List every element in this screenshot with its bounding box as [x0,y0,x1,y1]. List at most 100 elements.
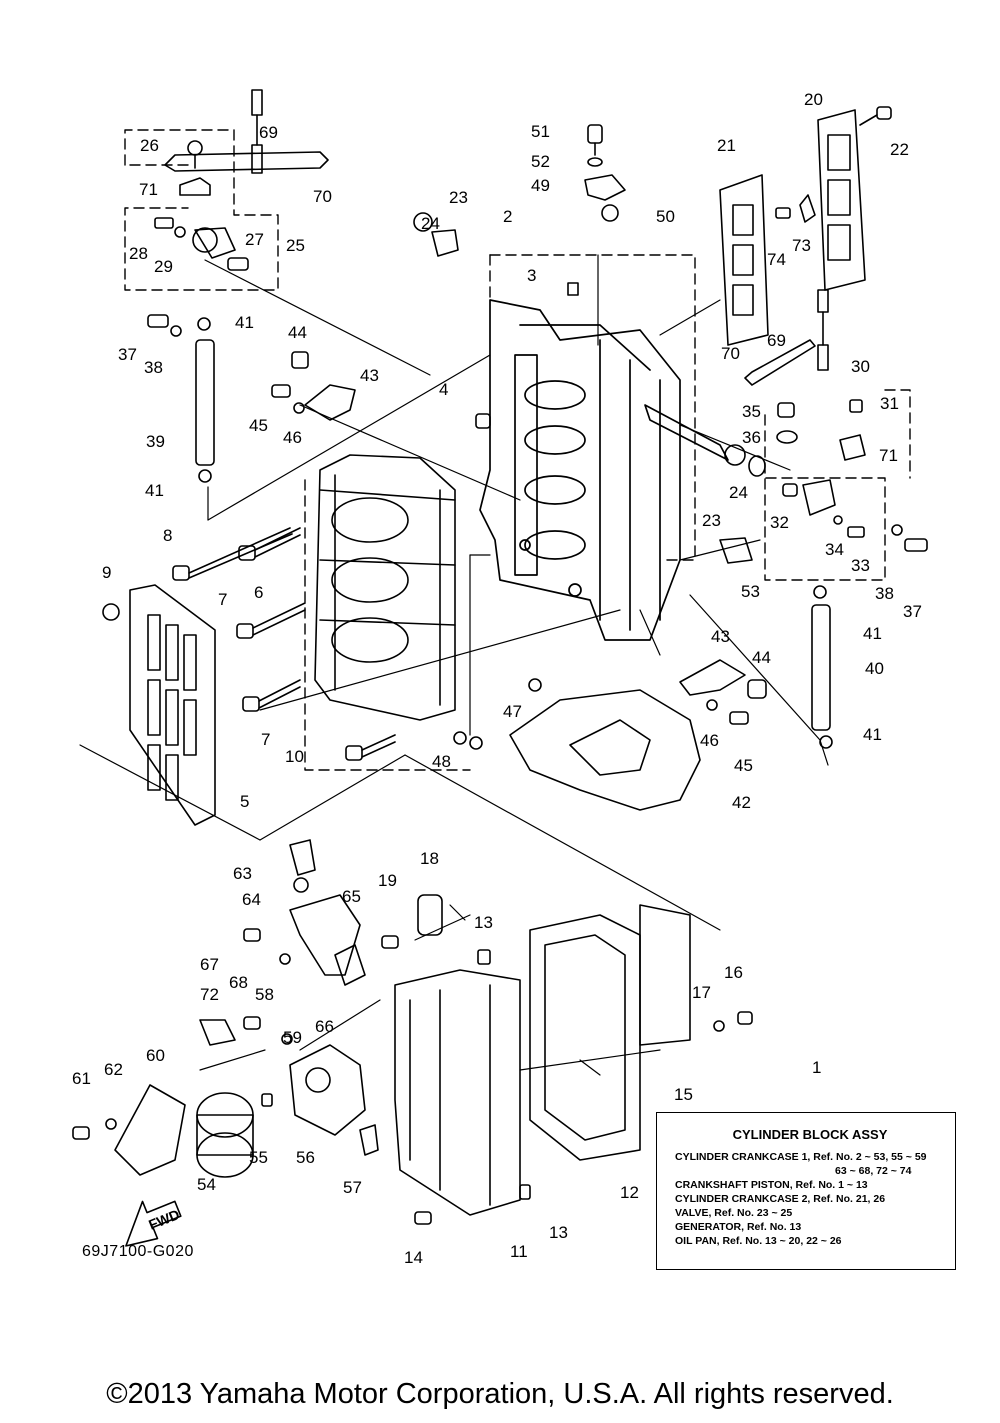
ref-label: 52 [531,152,550,171]
legend-row: 63 ~ 68, 72 ~ 74 [835,1165,912,1177]
thermostat-group-left [147,89,329,483]
ref-label: 7 [261,730,270,749]
ref-label: 57 [343,1178,362,1197]
ref-label: 46 [283,428,302,447]
ref-label: 38 [144,358,163,377]
legend-row: OIL PAN, Ref. No. 13 ~ 20, 22 ~ 26 [675,1235,842,1247]
ref-label: 45 [734,756,753,775]
ref-label: 23 [702,511,721,530]
ref-label: 71 [879,446,898,465]
ref-label: 65 [342,887,361,906]
ref-label: 11 [510,1242,528,1261]
ref-label: 73 [792,236,811,255]
thermostat-group-right [719,289,928,749]
ref-label: 51 [531,122,550,141]
ref-label: 72 [200,985,219,1004]
ref-label: 63 [233,864,252,883]
ref-label: 27 [245,230,264,249]
reference-numbers: 1 2 3 4 5 6 7 7 8 9 10 11 12 13 13 13 14… [72,90,922,1267]
ref-label: 58 [255,985,274,1004]
cylinder-block [479,299,729,641]
ref-label: 3 [527,266,536,285]
ref-label: 26 [140,136,159,155]
ref-label: 55 [249,1148,268,1167]
ref-label: 44 [752,648,771,667]
ref-label: 14 [404,1248,423,1267]
ref-label: 41 [863,725,882,744]
crankcase [314,454,456,721]
ref-label: 24 [729,483,748,502]
ref-label: 47 [503,702,522,721]
ref-label: 33 [851,556,870,575]
ref-label: 45 [249,416,268,435]
ref-label: 5 [240,792,249,811]
ref-label: 71 [139,180,158,199]
ref-label: 1 [812,1058,821,1077]
ref-label: 39 [146,432,165,451]
ref-label: 42 [732,793,751,812]
ref-label: 34 [825,540,844,559]
ref-label: 41 [145,481,164,500]
ref-label: 19 [378,871,397,890]
ref-label: 2 [503,207,512,226]
ref-label: 40 [865,659,884,678]
ref-label: 53 [741,582,760,601]
ref-label: 41 [235,313,254,332]
ref-label: 64 [242,890,261,909]
legend-row: CRANKSHAFT PISTON, Ref. No. 1 ~ 13 [675,1179,868,1191]
ref-label: 18 [420,849,439,868]
mount-brackets [453,659,767,750]
ref-label: 31 [880,394,899,413]
ref-label: 7 [218,590,227,609]
ref-label: 54 [197,1175,216,1194]
ref-label: 48 [432,752,451,771]
drawing-code: 69J7100-G020 [82,1243,194,1260]
ref-label: 69 [767,331,786,350]
ref-label: 13 [474,913,493,932]
ref-label: 41 [863,624,882,643]
bolts-left [102,527,396,761]
ref-label: 38 [875,584,894,603]
ref-label: 62 [104,1060,123,1079]
ref-label: 4 [439,380,448,399]
ref-label: 28 [129,244,148,263]
ref-label: 67 [200,955,219,974]
ref-label: 43 [711,627,730,646]
ref-label: 70 [721,344,740,363]
ref-label: 66 [315,1017,334,1036]
legend-row: GENERATOR, Ref. No. 13 [675,1221,802,1233]
ref-label: 32 [770,513,789,532]
exhaust-covers-right [719,106,892,346]
legend-row: CYLINDER CRANKCASE 2, Ref. No. 21, 26 [675,1193,886,1205]
ref-label: 22 [890,140,909,159]
ref-label: 12 [620,1183,639,1202]
ref-label: 35 [742,402,761,421]
ref-label: 13 [549,1223,568,1242]
ref-label: 16 [724,963,743,982]
ref-label: 21 [717,136,736,155]
ref-label: 44 [288,323,307,342]
ref-label: 43 [360,366,379,385]
ref-label: 61 [72,1069,91,1088]
ref-label: 69 [259,123,278,142]
ref-label: 49 [531,176,550,195]
ref-label: 30 [851,357,870,376]
gasket [509,689,701,811]
ref-label: 25 [286,236,305,255]
legend-row: VALVE, Ref. No. 23 ~ 25 [675,1207,793,1219]
ref-label: 70 [313,187,332,206]
ref-label: 60 [146,1046,165,1065]
ref-label: 59 [283,1028,302,1047]
ref-label: 50 [656,207,675,226]
ref-label: 68 [229,973,248,992]
oil-pan-parts [72,839,753,1247]
ref-label: 10 [285,747,304,766]
ref-label: 6 [254,583,263,602]
ref-label: 17 [692,983,711,1002]
ref-label: 37 [903,602,922,621]
ref-label: 24 [421,214,440,233]
top-center-parts [271,124,626,429]
ref-label: 23 [449,188,468,207]
ref-label: 15 [674,1085,693,1104]
